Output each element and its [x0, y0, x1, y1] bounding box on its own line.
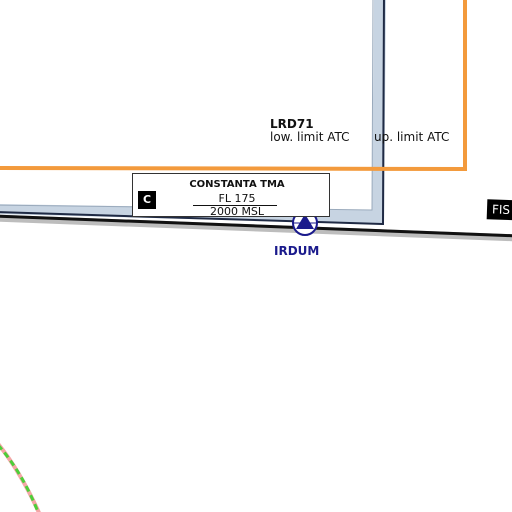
- waypoint-name: IRDUM: [274, 244, 320, 258]
- tma-boundary: [0, 0, 386, 226]
- airspace-arc: [0, 443, 41, 512]
- tma-upper-limit: FL 175: [218, 192, 256, 205]
- waypoint-icon: [292, 210, 318, 236]
- tma-limit-divider: [193, 205, 277, 206]
- fir-label: FIS: [486, 199, 512, 221]
- restricted-area-name: LRD71: [270, 117, 314, 131]
- tma-name: CONSTANTA TMA: [189, 179, 285, 190]
- airspace-class-badge: C: [138, 191, 156, 209]
- restricted-area-boundary: [0, 0, 467, 172]
- tma-label-box: C CONSTANTA TMA FL 175 2000 MSL: [132, 173, 330, 218]
- restricted-area-upper-limit: up. limit ATC: [374, 130, 450, 144]
- restricted-area-lower-limit: low. limit ATC: [270, 130, 350, 144]
- tma-lower-limit: 2000 MSL: [209, 205, 265, 218]
- fir-boundary: [0, 214, 512, 242]
